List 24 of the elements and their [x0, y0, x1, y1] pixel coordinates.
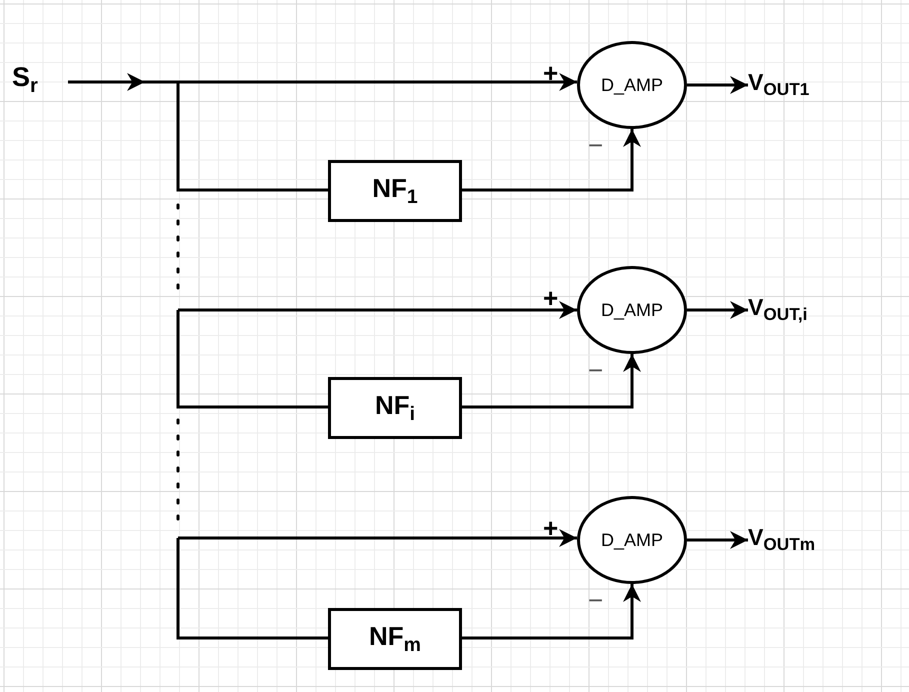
arrow	[178, 301, 577, 319]
sign-label: +	[543, 515, 558, 541]
sign-label: −	[588, 132, 604, 158]
arrow	[687, 301, 748, 319]
arrow	[687, 531, 748, 549]
sign-label: +	[543, 60, 558, 86]
amplifier-circle: D_AMP	[577, 266, 687, 354]
signal-label: V$_{OUT,i}$	[748, 293, 888, 327]
filter-box: NF$_{m}$	[328, 608, 462, 670]
arrow	[462, 129, 641, 192]
amplifier-circle: D_AMP	[577, 496, 687, 584]
signal-label: S$_{r}$	[12, 60, 68, 100]
amplifier-circle: D_AMP	[577, 41, 687, 129]
sign-label: +	[543, 285, 558, 311]
signal-label: V$_{OUT1}$	[748, 68, 878, 102]
arrow	[462, 584, 641, 640]
signal-label: V$_{OUTm}$	[748, 523, 888, 557]
arrow	[462, 354, 641, 408]
arrow	[178, 529, 578, 547]
filter-box: NF$_{i}$	[328, 377, 462, 439]
filter-box: NF$_{1}$	[328, 160, 462, 222]
sign-label: −	[588, 587, 604, 613]
sign-label: −	[588, 357, 604, 383]
arrow	[687, 76, 748, 94]
